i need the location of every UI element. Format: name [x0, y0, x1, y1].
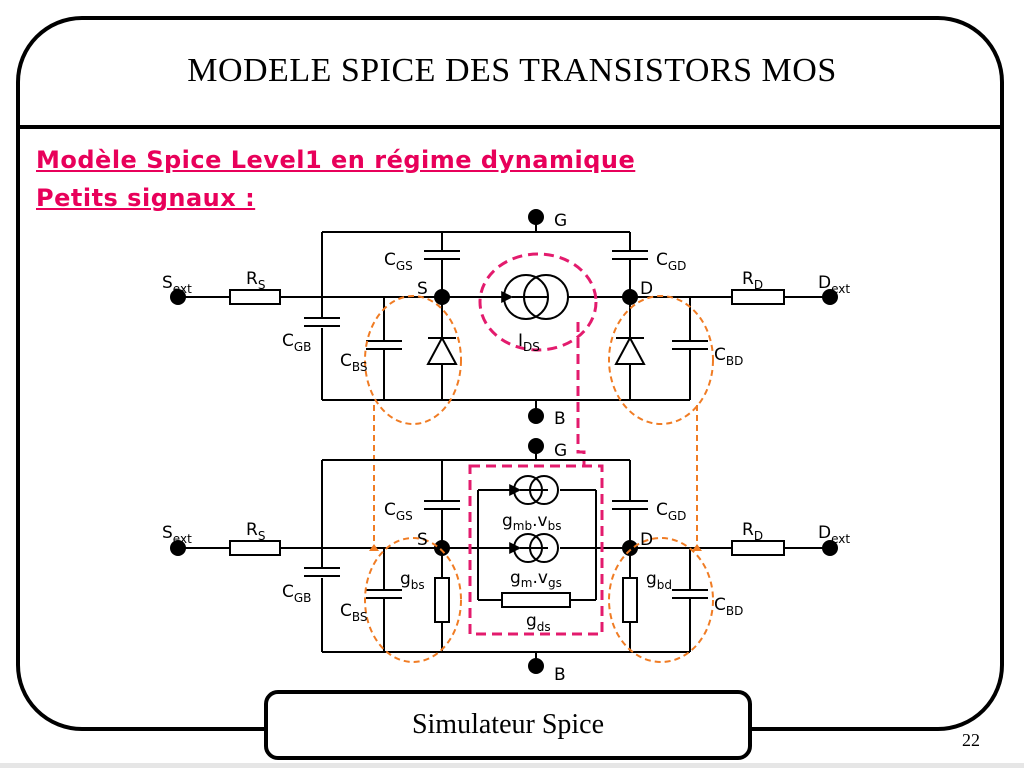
bottom-cgd-label: CGD	[656, 500, 686, 523]
top-cgs-label: CGS	[384, 250, 413, 273]
subtitle-line-2: Petits signaux :	[36, 184, 256, 212]
top-highlights	[364, 252, 714, 425]
slide-title: MODELE SPICE DES TRANSISTORS MOS	[187, 52, 837, 89]
footer-title: Simulateur Spice	[411, 709, 605, 740]
top-cbs-label: CBS	[340, 351, 368, 374]
top-rd-label: RD	[742, 269, 763, 292]
bottom-gate-label: G	[554, 441, 567, 461]
top-rs-label: RS	[246, 269, 265, 292]
bottom-highlights	[364, 464, 714, 663]
bottom-source-label: S	[417, 530, 428, 550]
bottom-gm-label: gm.vgs	[510, 568, 562, 590]
bottom-sext-label: Sext	[162, 523, 192, 546]
bottom-nodes	[170, 438, 838, 674]
top-circuit: G B S D Sext Dext RS RD CGS CGD CGB CBS …	[162, 209, 850, 429]
bottom-cbd-label: CBD	[714, 595, 743, 618]
page-number: 22	[962, 730, 980, 750]
bottom-gbd-label: gbd	[646, 569, 672, 592]
top-wires	[178, 217, 830, 416]
top-cgd-label: CGD	[656, 250, 686, 273]
subtitle-line-1: Modèle Spice Level1 en régime dynamique	[36, 146, 636, 174]
bottom-strip	[0, 763, 1024, 768]
bottom-cbs-label: CBS	[340, 601, 368, 624]
bottom-bulk-label: B	[554, 665, 566, 685]
bottom-drain-label: D	[640, 530, 653, 550]
slide-frame-top	[16, 16, 1004, 216]
top-cbd-label: CBD	[714, 345, 743, 368]
footer-title-box: Simulateur Spice	[264, 690, 752, 760]
top-ids-label: IDS	[518, 331, 540, 354]
top-sext-label: Sext	[162, 273, 192, 296]
bottom-junction-arrows	[369, 544, 702, 551]
linking-lines	[373, 322, 698, 550]
bottom-circuit: G B S D Sext Dext RS RD CGS CGD CGB CBS …	[162, 438, 850, 685]
top-nodes	[170, 209, 838, 424]
top-source-label: S	[417, 279, 428, 299]
top-bulk-label: B	[554, 409, 566, 429]
bottom-rs-label: RS	[246, 520, 265, 543]
top-cgb-label: CGB	[282, 331, 311, 354]
bottom-gds-label: gds	[526, 611, 551, 634]
bottom-gbs-label: gbs	[400, 569, 425, 592]
top-dext-label: Dext	[818, 273, 850, 296]
top-drain-label: D	[640, 279, 653, 299]
bottom-cgb-label: CGB	[282, 582, 311, 605]
bottom-wires	[178, 446, 830, 666]
bottom-dext-label: Dext	[818, 523, 850, 546]
bottom-gmb-label: gmb.vbs	[502, 511, 561, 533]
top-gate-label: G	[554, 211, 567, 231]
bottom-cgs-label: CGS	[384, 500, 413, 523]
slide-frame-body	[16, 125, 1004, 731]
bottom-rd-label: RD	[742, 520, 763, 543]
